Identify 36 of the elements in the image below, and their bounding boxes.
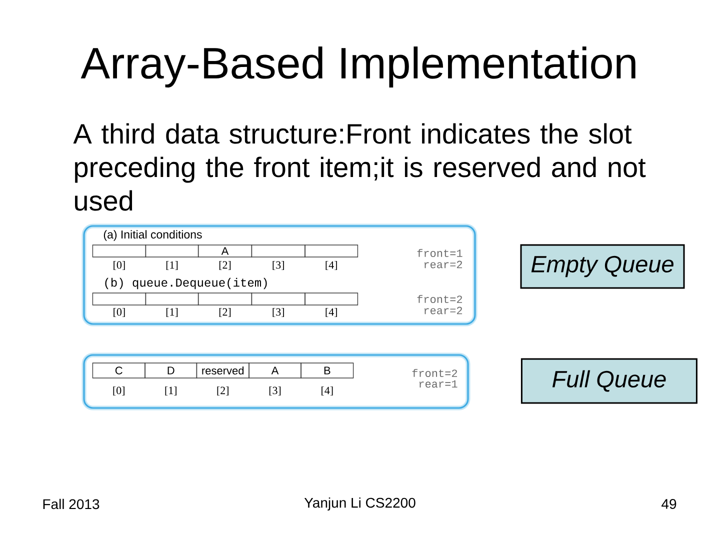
pointer-value: front=2 <box>412 368 458 378</box>
pointer-value: front=1 <box>417 248 462 258</box>
footer-text: Yanjun Li CS2200 <box>304 497 416 511</box>
index-label: [2] <box>219 260 231 270</box>
index-label: [1] <box>165 386 176 396</box>
footer-text: Fall 2013 <box>43 498 100 510</box>
index-label: [3] <box>269 386 281 396</box>
index-label: [0] <box>114 308 125 318</box>
index-label: [0] <box>114 260 125 270</box>
array-cell: B <box>300 362 354 378</box>
slide-title: Array-Based Implementation <box>80 46 636 88</box>
pointer-value: rear=1 <box>420 380 458 388</box>
index-label: [4] <box>322 386 333 396</box>
pointer-value: rear=2 <box>424 306 462 314</box>
array-cell: D <box>144 362 198 378</box>
pointer-value: rear=2 <box>424 260 462 268</box>
code-subheading: (b) queue.Dequeue(item) <box>105 278 267 290</box>
array-cell: A <box>248 362 302 378</box>
array-cell: A <box>198 244 252 258</box>
index-label: [0] <box>113 386 124 396</box>
pointer-value: front=2 <box>417 294 462 304</box>
index-label: [2] <box>217 386 228 396</box>
page-number: 49 <box>662 499 676 509</box>
paragraph: A third data structure:Front indicates the slot preceding the front item;it is reserved and not used <box>73 123 646 211</box>
array-cell: reserved <box>196 362 250 378</box>
index-label: [4] <box>326 260 337 270</box>
index-label: [4] <box>326 308 337 318</box>
tag-box: Full Queue <box>520 358 698 404</box>
index-label: [1] <box>166 260 178 270</box>
array-cell: C <box>92 362 146 378</box>
index-label: [3] <box>272 260 284 270</box>
index-label: [2] <box>219 308 231 318</box>
index-label: [3] <box>272 308 284 318</box>
index-label: [1] <box>166 308 178 318</box>
subheading: (a) Initial conditions <box>104 230 202 241</box>
tag-box: Empty Queue <box>520 244 685 289</box>
